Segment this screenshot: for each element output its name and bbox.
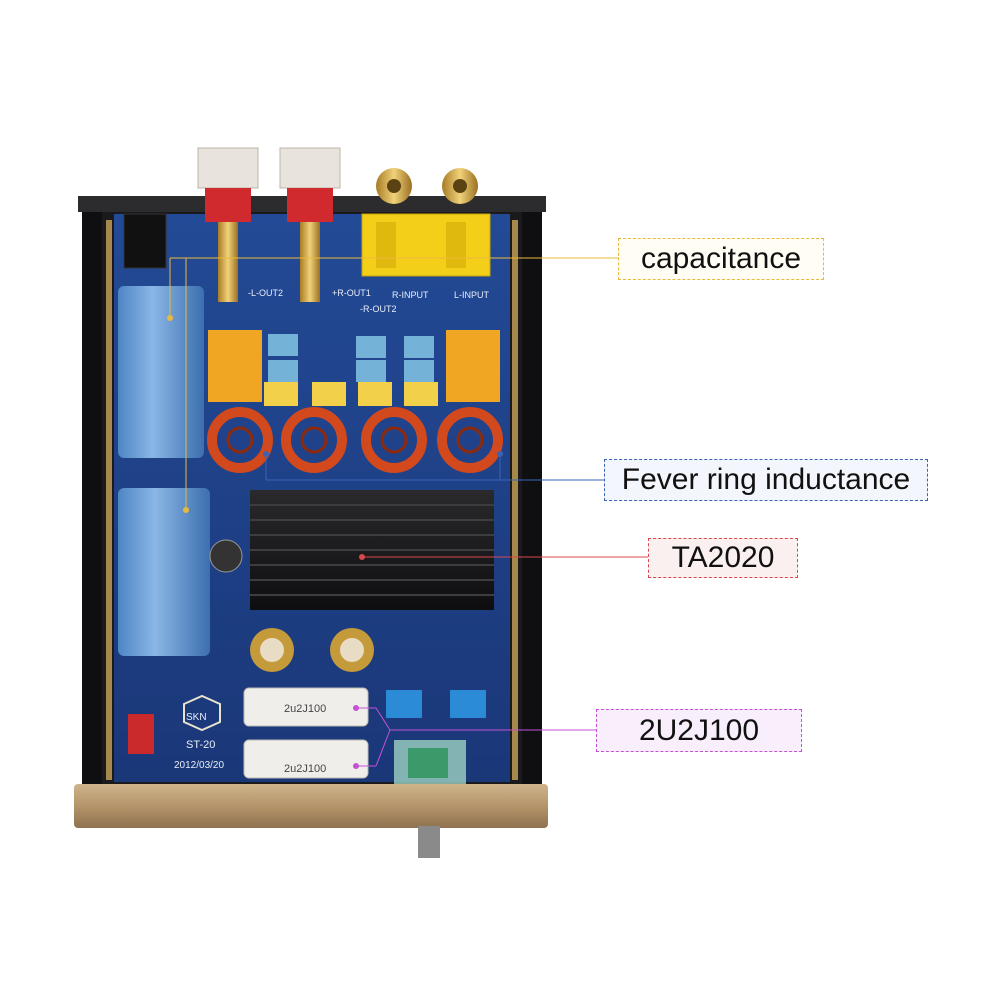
volume-knob-area <box>394 740 466 790</box>
trimmers <box>386 690 486 718</box>
film-capacitors <box>243 687 369 779</box>
label-logo: SKN <box>186 712 207 723</box>
speaker-terminals <box>197 147 341 302</box>
label-r-input: R-INPUT <box>392 290 429 300</box>
ring-inductors <box>207 407 503 473</box>
label-model: ST-20 <box>186 739 215 751</box>
label-r-out2: -R-OUT2 <box>360 304 397 314</box>
2u2j100-label: 2U2J100 <box>596 709 802 752</box>
rca-jacks <box>361 168 491 277</box>
small-capacitors <box>264 334 438 406</box>
skn-logo <box>183 694 221 732</box>
base-plate <box>74 784 548 828</box>
audio-capacitors <box>250 628 374 672</box>
shaft <box>418 826 440 858</box>
power-jack <box>123 213 167 269</box>
fever-ring-inductance-label: Fever ring inductance <box>604 459 928 501</box>
label-l-out2: -L-OUT2 <box>248 288 283 298</box>
callout-lines <box>167 257 648 769</box>
label-r-out1: +R-OUT1 <box>332 288 371 298</box>
label-date: 2012/03/20 <box>174 760 224 771</box>
filter-capacitors <box>118 286 210 656</box>
capacitance-label: capacitance <box>618 238 824 280</box>
ta2020-label: TA2020 <box>648 538 798 578</box>
relays <box>208 330 500 402</box>
label-film-cap-2: 2u2J100 <box>284 763 326 775</box>
heatsink <box>250 490 494 610</box>
power-switch <box>128 714 154 754</box>
label-l-input: L-INPUT <box>454 290 490 300</box>
label-film-cap-1: 2u2J100 <box>284 703 326 715</box>
small-electrolytic <box>209 539 243 573</box>
